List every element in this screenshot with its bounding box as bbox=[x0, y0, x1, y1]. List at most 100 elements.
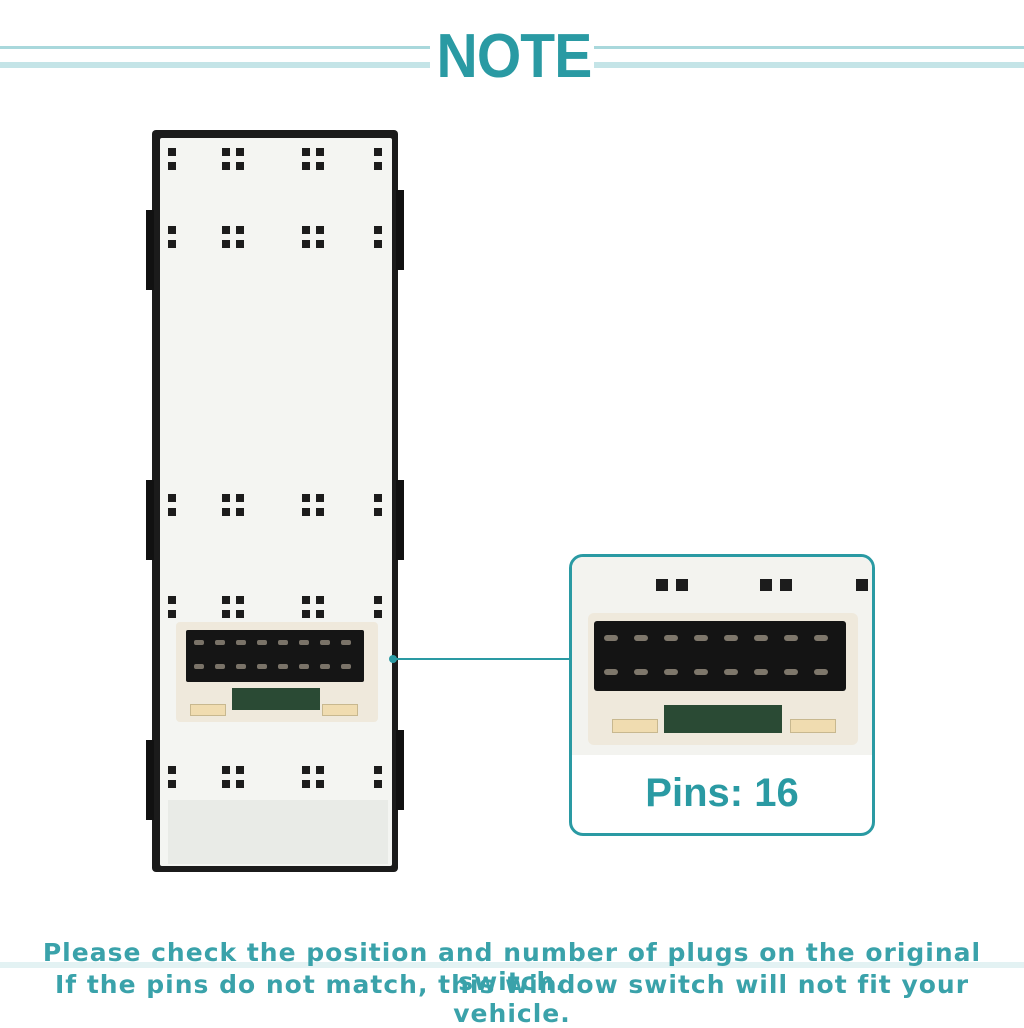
mounting-hole bbox=[168, 494, 176, 502]
mounting-hole bbox=[374, 162, 382, 170]
mounting-hole bbox=[168, 226, 176, 234]
callout-dot bbox=[389, 655, 397, 663]
mounting-hole bbox=[302, 162, 310, 170]
mounting-hole bbox=[374, 780, 382, 788]
mounting-hole bbox=[222, 596, 230, 604]
mounting-hole bbox=[374, 508, 382, 516]
mounting-hole bbox=[168, 148, 176, 156]
connector-pin bbox=[299, 664, 309, 669]
notice-line-2: If the pins do not match, this window sw… bbox=[54, 970, 970, 1028]
mounting-hole bbox=[168, 766, 176, 774]
connector-pin bbox=[278, 640, 288, 645]
zoom-connector-pin bbox=[754, 669, 768, 675]
mounting-hole bbox=[316, 240, 324, 248]
connector-pin bbox=[320, 664, 330, 669]
mounting-hole bbox=[302, 240, 310, 248]
connector-pin bbox=[257, 640, 267, 645]
connector-pin bbox=[194, 640, 204, 645]
header-stripe-left-bottom bbox=[0, 62, 430, 68]
mounting-hole bbox=[302, 610, 310, 618]
mounting-hole bbox=[316, 494, 324, 502]
mounting-hole bbox=[168, 240, 176, 248]
mounting-hole bbox=[374, 596, 382, 604]
mounting-hole bbox=[374, 148, 382, 156]
zoom-connector-pin bbox=[634, 635, 648, 641]
connector-pin bbox=[236, 664, 246, 669]
connector-pin-block bbox=[186, 630, 364, 682]
zoom-connector-pin bbox=[724, 669, 738, 675]
zoom-connector-pin bbox=[604, 635, 618, 641]
mounting-hole bbox=[302, 780, 310, 788]
mounting-hole bbox=[236, 226, 244, 234]
mounting-hole bbox=[236, 240, 244, 248]
mounting-hole bbox=[374, 240, 382, 248]
note-title: NOTE bbox=[436, 22, 593, 91]
mounting-hole bbox=[236, 508, 244, 516]
switch-foot bbox=[168, 800, 388, 864]
zoom-connector-pin bbox=[634, 669, 648, 675]
zoom-connector-pin bbox=[754, 635, 768, 641]
zoom-connector-pin bbox=[664, 669, 678, 675]
mounting-hole bbox=[168, 780, 176, 788]
footer-stripe bbox=[0, 962, 1024, 968]
mounting-hole bbox=[222, 610, 230, 618]
mounting-hole bbox=[316, 596, 324, 604]
mounting-hole bbox=[236, 596, 244, 604]
side-tab bbox=[396, 730, 404, 810]
header-stripe-left-top bbox=[0, 46, 430, 49]
connector-zoom-box: Pins: 16 bbox=[569, 554, 875, 836]
connector-pin bbox=[236, 640, 246, 645]
zoom-hole bbox=[760, 579, 772, 591]
mounting-hole bbox=[316, 162, 324, 170]
mounting-hole bbox=[316, 226, 324, 234]
mounting-hole bbox=[302, 494, 310, 502]
zoom-connector-pin bbox=[694, 669, 708, 675]
mounting-hole bbox=[302, 596, 310, 604]
mounting-hole bbox=[302, 508, 310, 516]
zoom-hole bbox=[856, 579, 868, 591]
side-tab bbox=[396, 480, 404, 560]
zoom-hole bbox=[676, 579, 688, 591]
mounting-hole bbox=[374, 766, 382, 774]
mounting-hole bbox=[222, 162, 230, 170]
zoom-connector-pin bbox=[724, 635, 738, 641]
mounting-hole bbox=[302, 148, 310, 156]
mounting-hole bbox=[222, 240, 230, 248]
zoom-connector-pin-block bbox=[594, 621, 846, 691]
mounting-hole bbox=[316, 766, 324, 774]
mounting-hole bbox=[236, 494, 244, 502]
zoom-connector-pcb bbox=[664, 705, 782, 733]
mounting-hole bbox=[168, 596, 176, 604]
callout-line bbox=[396, 658, 570, 660]
side-tab bbox=[146, 480, 154, 560]
connector-pin bbox=[215, 640, 225, 645]
mounting-hole bbox=[374, 226, 382, 234]
mounting-hole bbox=[236, 780, 244, 788]
switch-face bbox=[160, 138, 392, 866]
zoom-hole bbox=[780, 579, 792, 591]
mounting-hole bbox=[222, 766, 230, 774]
connector-pin bbox=[341, 664, 351, 669]
mounting-hole bbox=[236, 610, 244, 618]
mounting-hole bbox=[222, 148, 230, 156]
mounting-hole bbox=[168, 162, 176, 170]
mounting-hole bbox=[374, 610, 382, 618]
mounting-hole bbox=[316, 610, 324, 618]
side-tab bbox=[146, 740, 154, 820]
mounting-hole bbox=[302, 226, 310, 234]
zoom-connector-latch bbox=[612, 719, 658, 733]
connector-pin bbox=[257, 664, 267, 669]
pins-count-label: Pins: 16 bbox=[645, 771, 799, 815]
mounting-hole bbox=[236, 766, 244, 774]
connector-latch bbox=[190, 704, 226, 716]
zoom-connector-pin bbox=[694, 635, 708, 641]
mounting-hole bbox=[236, 162, 244, 170]
connector-pin bbox=[278, 664, 288, 669]
zoom-hole bbox=[656, 579, 668, 591]
mounting-hole bbox=[222, 226, 230, 234]
connector-latch bbox=[322, 704, 358, 716]
mounting-hole bbox=[168, 610, 176, 618]
mounting-hole bbox=[316, 508, 324, 516]
mounting-hole bbox=[302, 766, 310, 774]
mounting-hole bbox=[168, 508, 176, 516]
